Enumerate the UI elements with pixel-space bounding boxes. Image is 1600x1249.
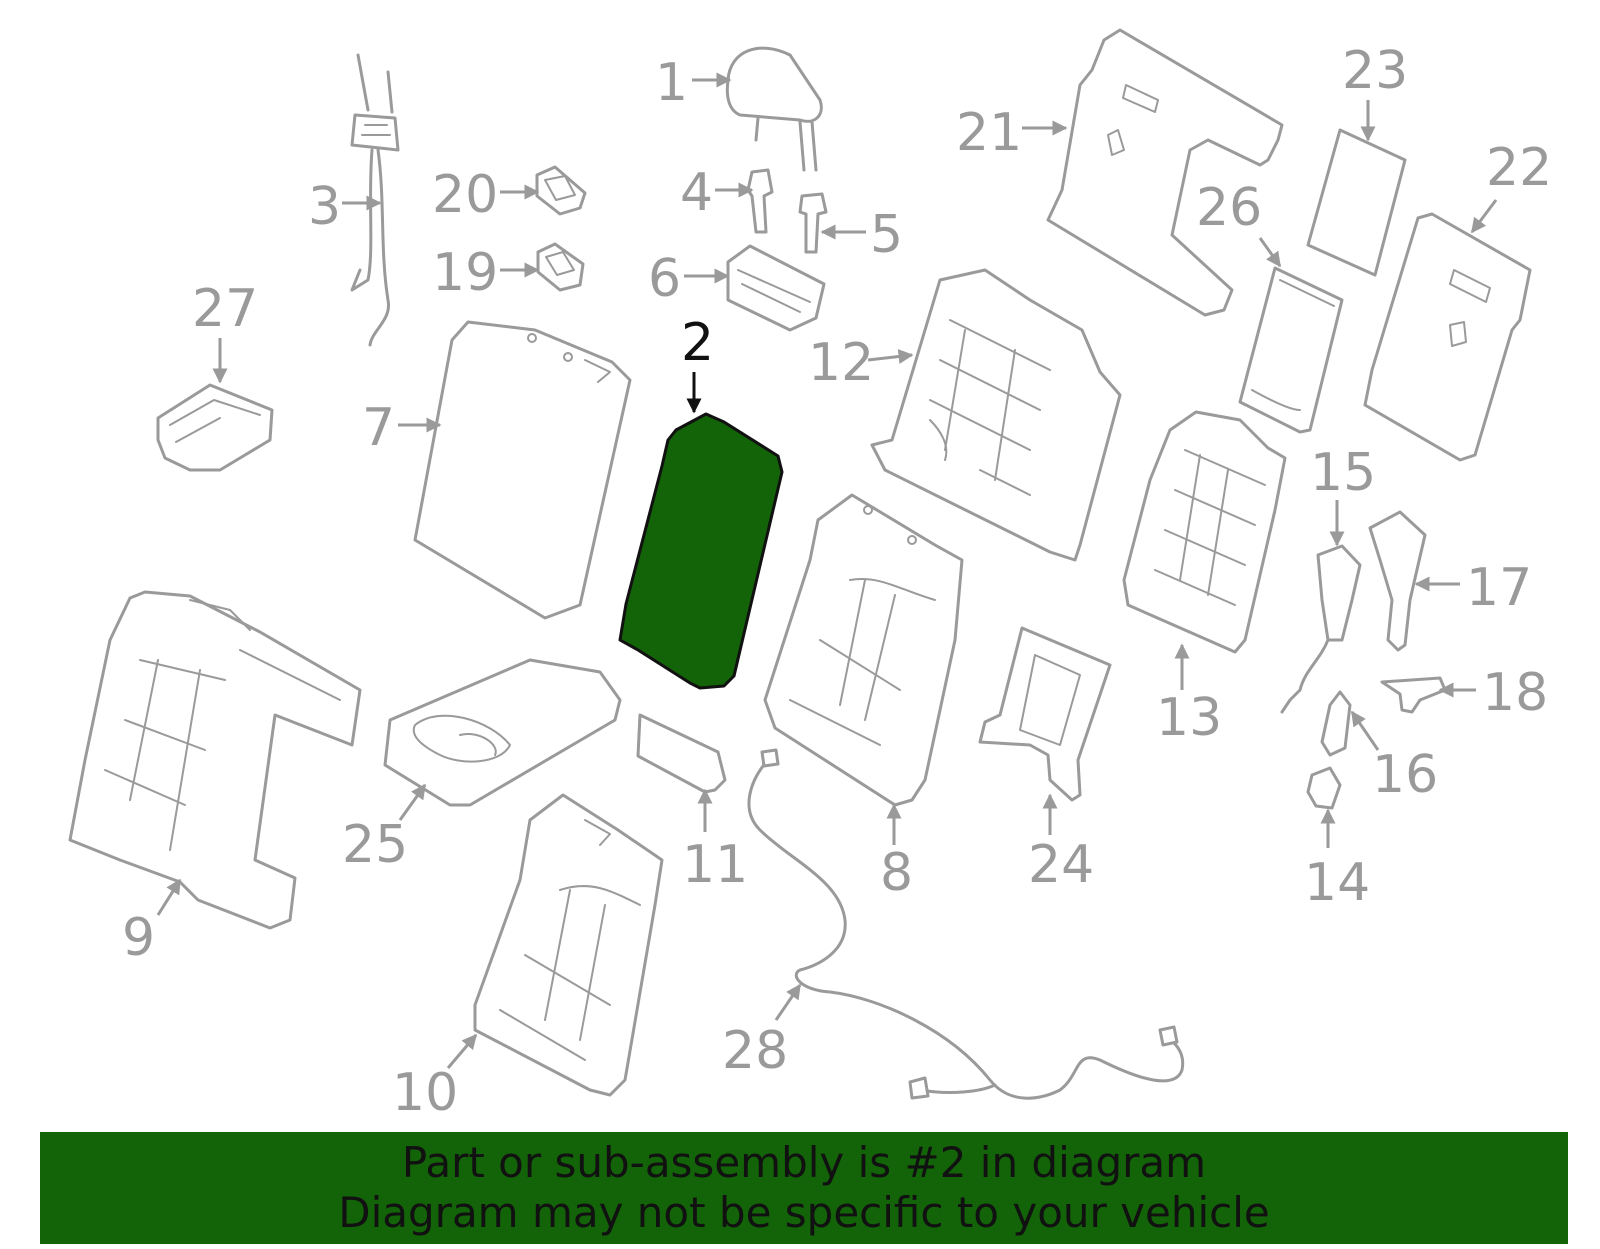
svg-text:12: 12 [808, 333, 874, 393]
svg-text:22: 22 [1486, 138, 1552, 198]
part-12-frame[interactable] [870, 268, 1122, 562]
callout-8: 8 [880, 803, 913, 903]
callout-5: 5 [820, 205, 903, 265]
callout-11: 11 [682, 788, 748, 895]
callout-15: 15 [1310, 443, 1376, 547]
part-17-cover[interactable] [1368, 510, 1427, 652]
callout-23: 23 [1342, 41, 1408, 142]
svg-text:17: 17 [1466, 558, 1532, 618]
part-26-panel[interactable] [1238, 266, 1344, 434]
callout-17: 17 [1414, 558, 1532, 618]
svg-text:16: 16 [1372, 745, 1438, 805]
part-15-latch[interactable] [1280, 544, 1362, 714]
svg-text:13: 13 [1156, 688, 1222, 748]
part-16-clip[interactable] [1320, 690, 1352, 757]
part-27-module[interactable] [156, 383, 274, 472]
callout-12: 12 [808, 333, 914, 393]
svg-text:26: 26 [1196, 178, 1262, 238]
svg-text:25: 25 [342, 815, 408, 875]
part-23-panel[interactable] [1306, 128, 1407, 277]
callout-14: 14 [1304, 808, 1370, 913]
svg-text:11: 11 [682, 835, 748, 895]
callout-1: 1 [655, 53, 732, 113]
callout-19: 19 [432, 243, 540, 303]
svg-text:21: 21 [956, 103, 1022, 163]
svg-text:9: 9 [122, 908, 155, 968]
callout-26: 26 [1196, 178, 1282, 268]
part-4-guide[interactable] [746, 168, 774, 234]
part-28-harness[interactable] [747, 748, 1185, 1100]
part-18-bracket[interactable] [1380, 676, 1447, 714]
part-11-pad[interactable] [636, 713, 727, 794]
part-14-clip[interactable] [1306, 766, 1342, 810]
callout-4: 4 [680, 163, 754, 223]
callout-6: 6 [648, 249, 730, 309]
part-7-back-panel[interactable] [413, 320, 632, 620]
svg-text:1: 1 [655, 53, 688, 113]
svg-text:28: 28 [722, 1021, 788, 1081]
part-21-cover[interactable] [1046, 28, 1284, 317]
callout-16: 16 [1350, 710, 1438, 805]
callout-27: 27 [192, 279, 258, 384]
part-13-frame[interactable] [1122, 410, 1287, 654]
callout-22: 22 [1470, 138, 1552, 234]
svg-text:3: 3 [308, 177, 341, 237]
info-banner: Part or sub-assembly is #2 in diagram Di… [40, 1132, 1568, 1244]
callout-3: 3 [308, 177, 382, 237]
callout-28: 28 [722, 983, 802, 1081]
callout-21: 21 [956, 103, 1068, 163]
part-10-seat-back[interactable] [473, 793, 664, 1097]
part-20-clip[interactable] [535, 165, 587, 216]
svg-text:8: 8 [880, 843, 913, 903]
svg-text:14: 14 [1304, 853, 1370, 913]
banner-line-1: Part or sub-assembly is #2 in diagram [401, 1138, 1207, 1187]
callout-9: 9 [122, 878, 182, 968]
part-6-bracket[interactable] [726, 244, 826, 332]
callout-25: 25 [342, 783, 427, 875]
svg-text:5: 5 [870, 205, 903, 265]
banner-line-2: Diagram may not be specific to your vehi… [338, 1188, 1270, 1237]
callout-20: 20 [432, 165, 540, 225]
callout-13: 13 [1156, 643, 1222, 748]
callout-2-highlighted: 2 [681, 313, 714, 414]
part-19-clip[interactable] [536, 242, 585, 292]
part-3-seatbelt[interactable] [350, 53, 400, 347]
callout-10: 10 [392, 1033, 478, 1123]
svg-text:27: 27 [192, 279, 258, 339]
part-2-armrest-highlighted[interactable] [618, 412, 784, 690]
svg-text:20: 20 [432, 165, 498, 225]
svg-text:23: 23 [1342, 41, 1408, 101]
part-25-armrest-base[interactable] [383, 658, 622, 807]
part-8-seat-cover[interactable] [763, 493, 964, 807]
callout-18: 18 [1438, 663, 1548, 723]
svg-text:2: 2 [681, 313, 714, 373]
svg-text:18: 18 [1482, 663, 1548, 723]
part-24-bracket[interactable] [978, 626, 1112, 802]
svg-text:4: 4 [680, 163, 713, 223]
svg-text:19: 19 [432, 243, 498, 303]
svg-text:24: 24 [1028, 835, 1094, 895]
part-22-rear-cover[interactable] [1363, 212, 1532, 462]
part-1-headrest[interactable] [725, 46, 823, 172]
svg-text:10: 10 [392, 1063, 458, 1123]
svg-text:6: 6 [648, 249, 681, 309]
svg-text:7: 7 [362, 398, 395, 458]
svg-text:15: 15 [1310, 443, 1376, 503]
callout-7: 7 [362, 398, 442, 458]
callout-24: 24 [1028, 793, 1094, 895]
part-9-seat-back[interactable] [68, 590, 362, 930]
part-5-guide[interactable] [798, 192, 828, 254]
